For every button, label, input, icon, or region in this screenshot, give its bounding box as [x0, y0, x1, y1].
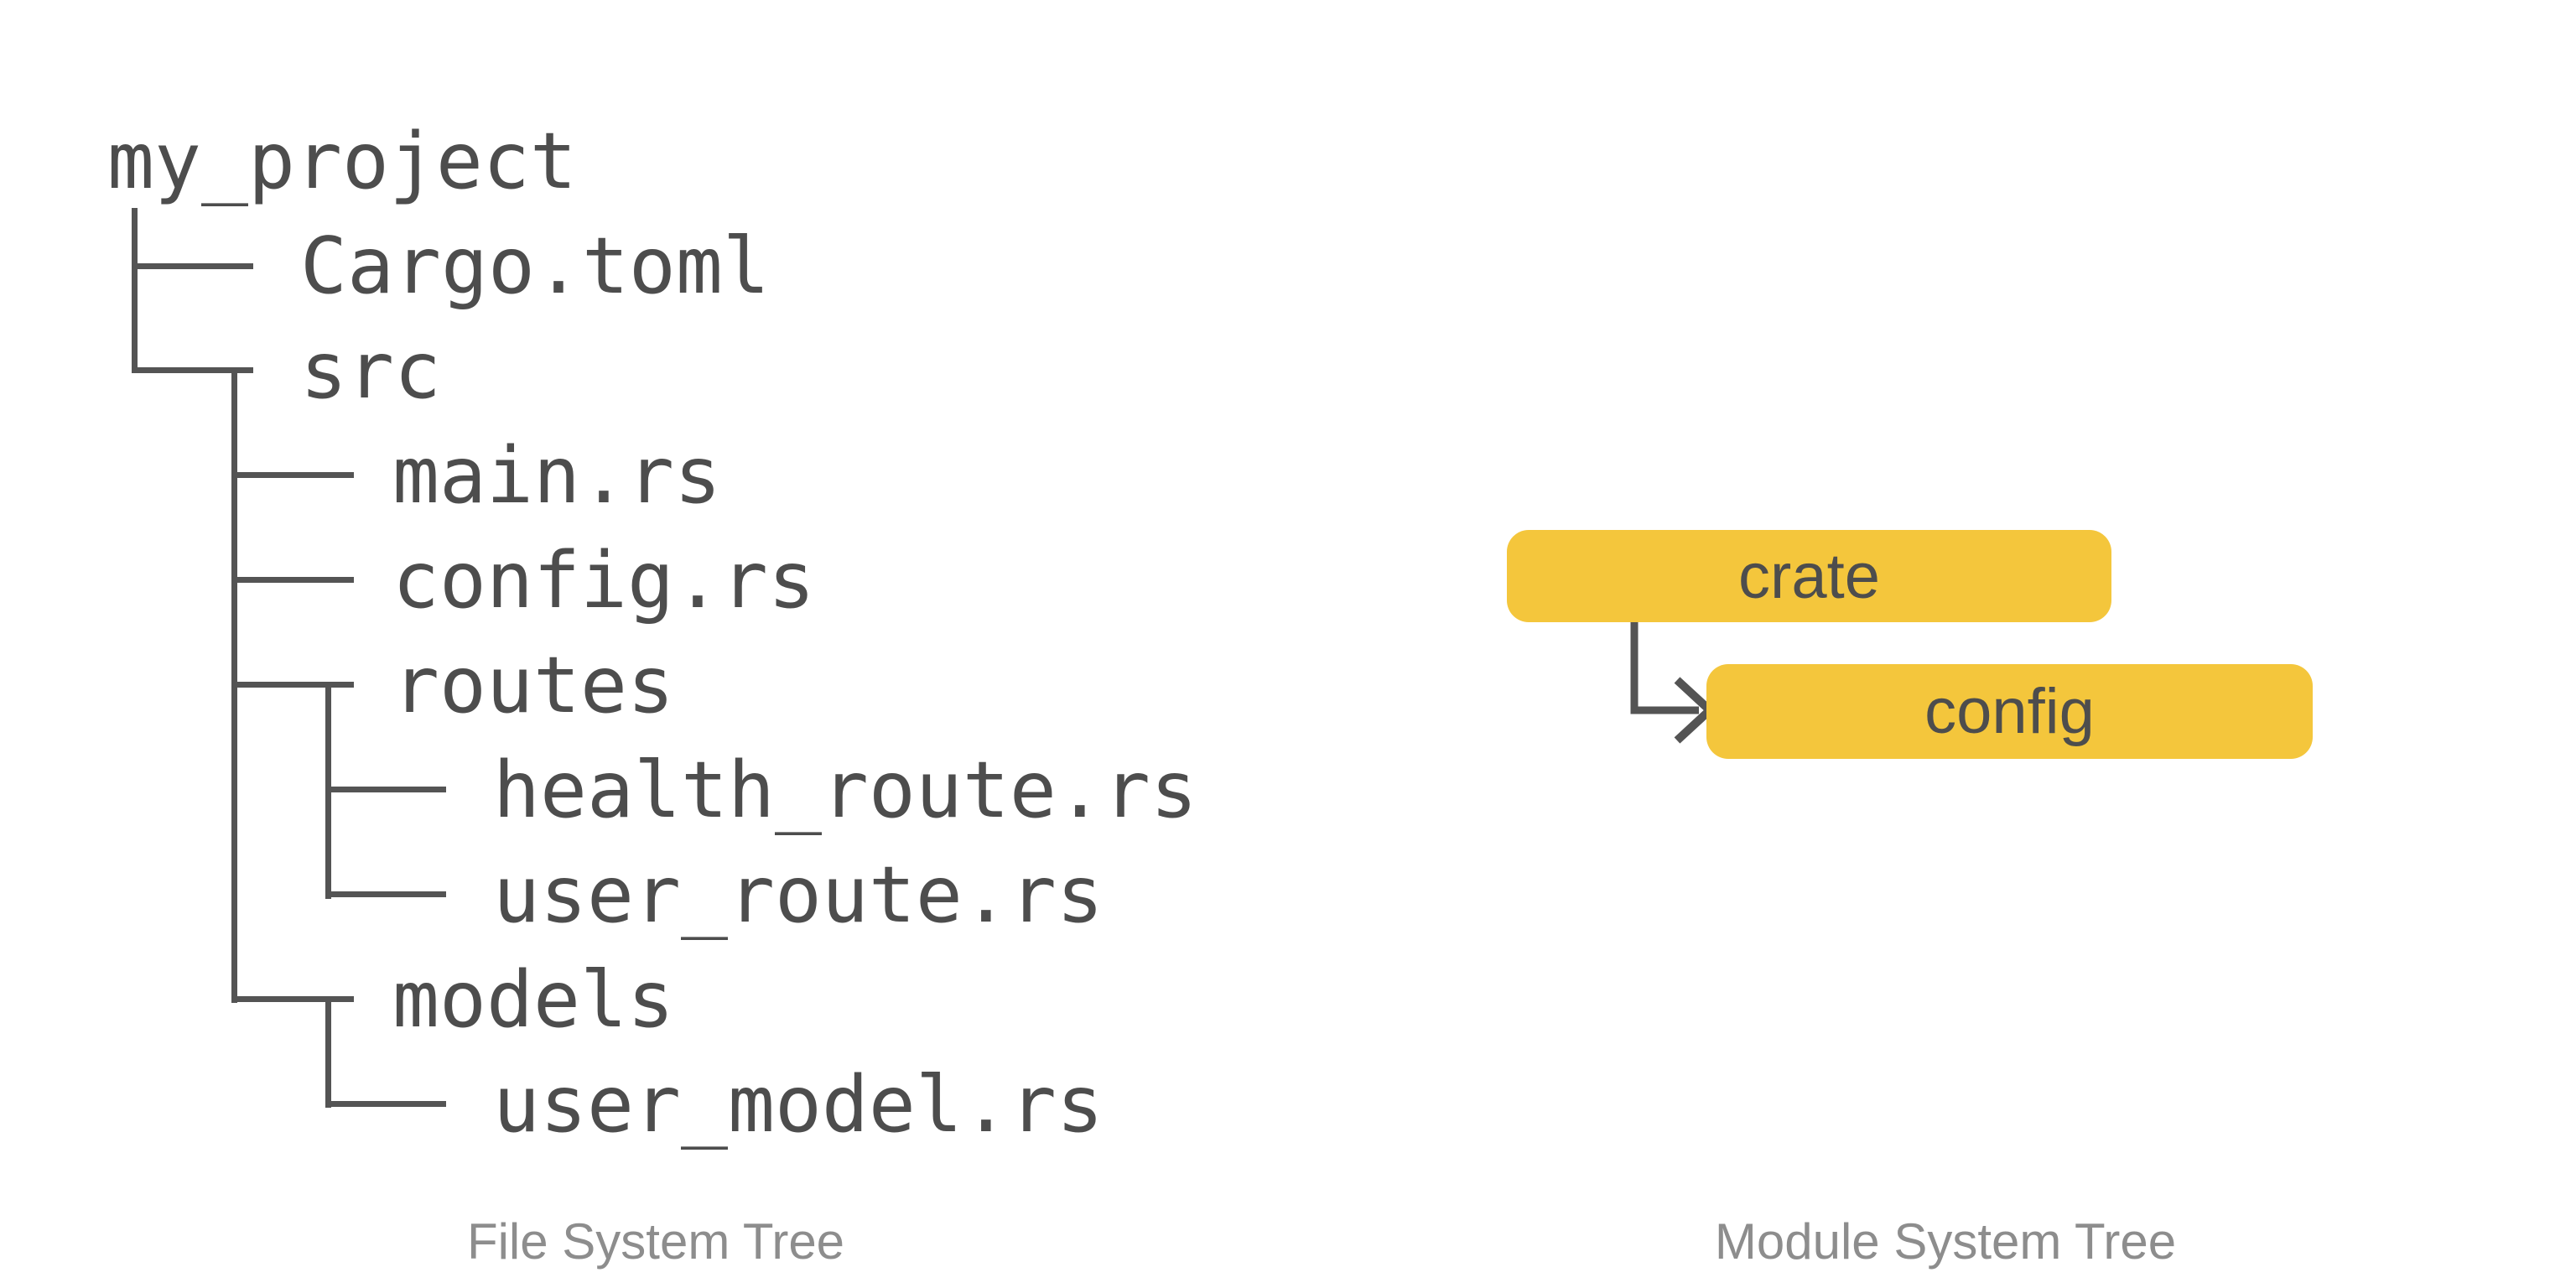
tree-connector-user-model-rs [325, 1101, 446, 1107]
tree-node-main-rs: main.rs [392, 430, 721, 521]
tree-connector-user-route-rs [325, 891, 446, 897]
module-node-config: config [1706, 664, 2313, 759]
tree-node-config-rs: config.rs [392, 535, 815, 626]
tree-node-models: models [392, 954, 674, 1045]
tree-connector-config-rs [231, 577, 354, 583]
file-tree-caption: File System Tree [466, 1213, 845, 1270]
module-node-config-label: config [1924, 676, 2095, 747]
tree-connector-src [132, 367, 253, 373]
tree-connector-routes [231, 682, 354, 688]
tree-connector-root-vertical [132, 208, 138, 373]
tree-connector-health-route-rs [325, 787, 446, 792]
tree-connector-models [231, 996, 354, 1002]
tree-node-src: src [300, 325, 441, 416]
tree-connector-cargo-toml [132, 263, 253, 269]
module-node-crate-label: crate [1738, 540, 1880, 612]
tree-node-my-project: my_project [107, 116, 577, 206]
tree-node-user-model-rs: user_model.rs [493, 1059, 1104, 1150]
module-tree-caption: Module System Tree [1714, 1213, 2177, 1270]
tree-node-user-route-rs: user_route.rs [493, 849, 1104, 940]
module-node-crate: crate [1507, 530, 2111, 622]
tree-node-routes: routes [392, 640, 674, 730]
tree-connector-models-vertical [325, 996, 331, 1108]
tree-node-cargo-toml: Cargo.toml [300, 221, 770, 311]
tree-node-health-route-rs: health_route.rs [493, 745, 1197, 835]
tree-connector-main-rs [231, 472, 354, 478]
